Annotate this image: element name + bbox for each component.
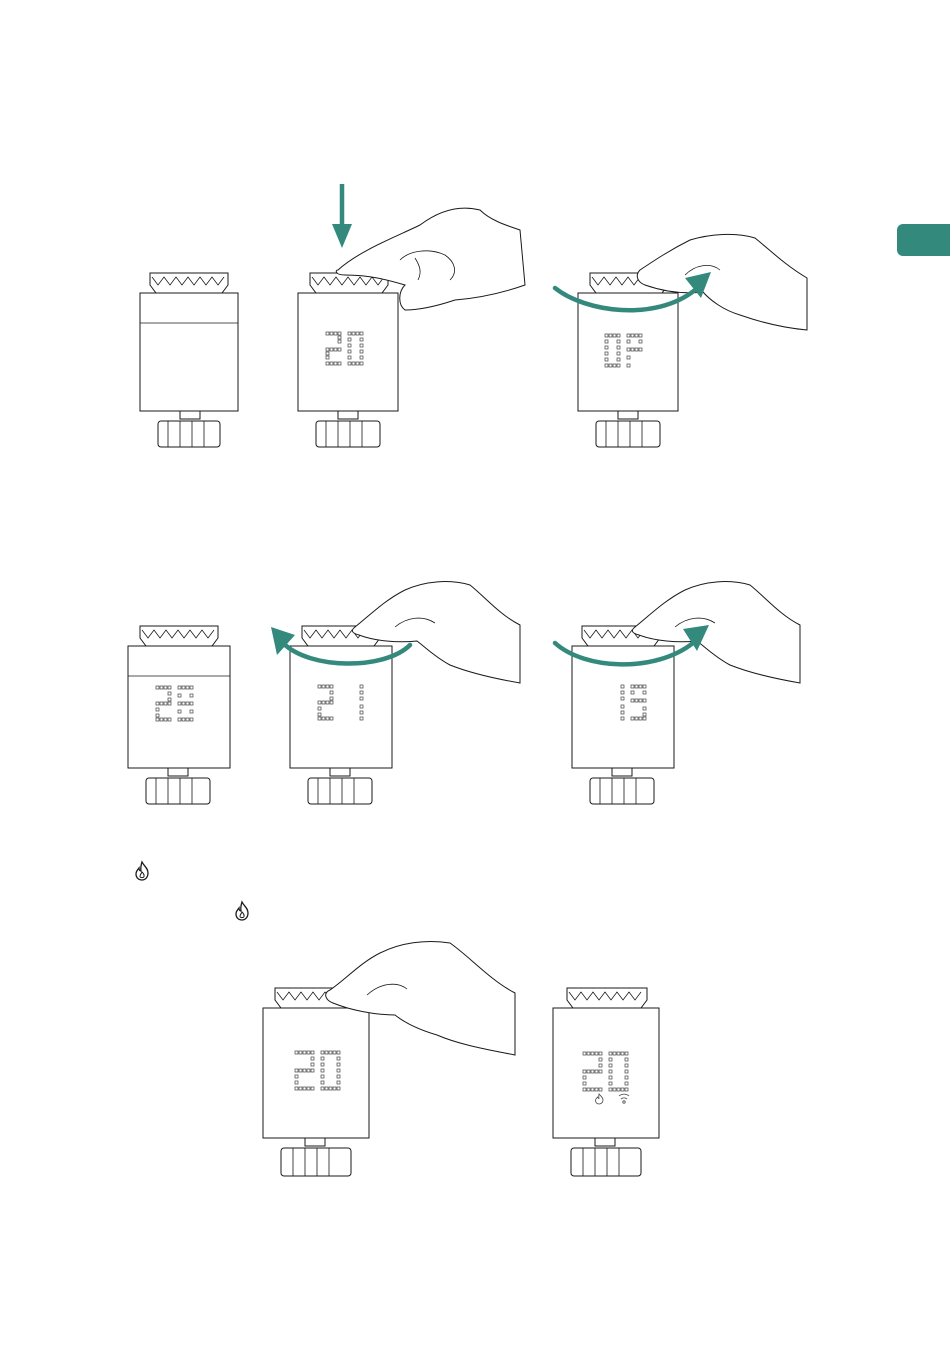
thermostat-body xyxy=(128,626,230,804)
section-tab xyxy=(897,224,950,256)
thermostat-display xyxy=(120,620,240,810)
thermostat-body xyxy=(290,626,392,804)
thermostat-rotate-right-2 xyxy=(545,575,805,810)
thermostat-idle xyxy=(130,265,250,455)
thermostat-body xyxy=(140,273,238,447)
thermostat-hold xyxy=(255,935,520,1180)
thermostat-body xyxy=(578,273,678,447)
thermostat-pressed xyxy=(290,180,540,455)
thermostat-rotate-left xyxy=(265,575,525,810)
thermostat-body xyxy=(572,626,674,804)
thermostat-body xyxy=(298,273,398,447)
thermostat-body xyxy=(263,988,369,1176)
thermostat-body xyxy=(553,988,659,1176)
press-arrow xyxy=(332,184,352,248)
thermostat-confirmed xyxy=(545,980,670,1180)
flame-icon xyxy=(232,900,252,922)
flame-icon xyxy=(132,860,152,882)
thermostat-rotate-right xyxy=(545,230,810,455)
